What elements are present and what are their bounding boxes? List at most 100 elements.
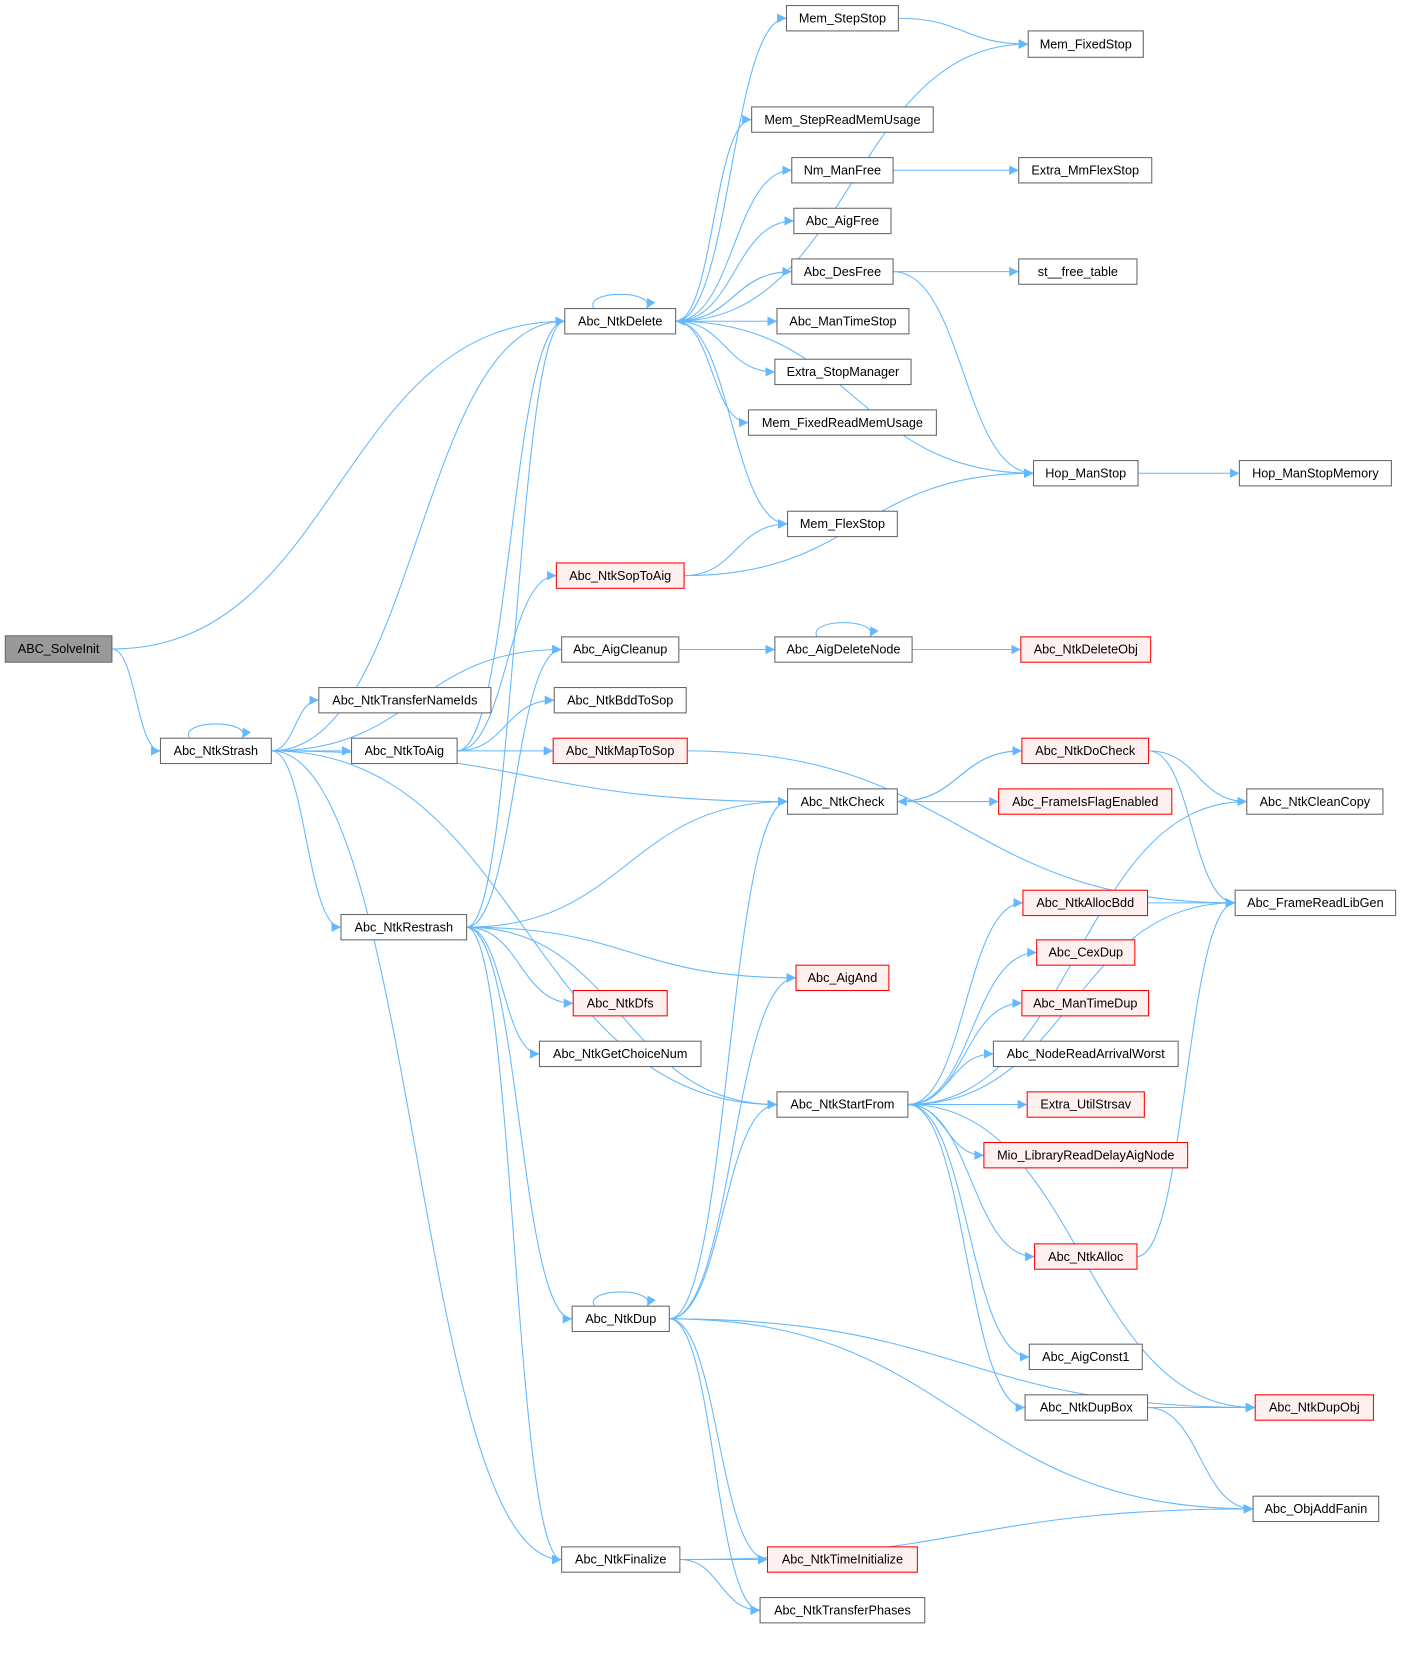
node-box[interactable] <box>552 737 688 765</box>
node-extra-utilstrsav[interactable]: Extra_UtilStrsav <box>1026 1091 1145 1118</box>
node-abc-ntkalloc[interactable]: Abc_NtkAlloc <box>1034 1243 1138 1270</box>
node-box[interactable] <box>561 636 680 663</box>
node-box[interactable] <box>1032 460 1139 487</box>
node-abc-aigand[interactable]: Abc_AigAnd <box>795 964 890 992</box>
node-box[interactable] <box>751 106 934 133</box>
node-abc-nodereadarrivalworst[interactable]: Abc_NodeReadArrivalWorst <box>992 1040 1179 1068</box>
node-mem-flexstop[interactable]: Mem_FlexStop <box>787 510 898 538</box>
node-abc-solveinit[interactable]: ABC_SolveInit <box>4 635 113 663</box>
node-abc-aigconst1[interactable]: Abc_AigConst1 <box>1028 1343 1143 1371</box>
node-abc-ntkdelete[interactable]: Abc_NtkDelete <box>564 308 677 335</box>
node-box[interactable] <box>998 788 1173 815</box>
node-mem-fixedstop[interactable]: Mem_FixedStop <box>1027 30 1144 58</box>
node-box[interactable] <box>340 913 468 941</box>
node-extra-stopmanager[interactable]: Extra_StopManager <box>774 358 912 386</box>
node-box[interactable] <box>1034 1243 1138 1270</box>
node-abc-aigfree[interactable]: Abc_AigFree <box>793 207 892 235</box>
node-abc-objaddfanin[interactable]: Abc_ObjAddFanin <box>1252 1495 1380 1523</box>
node-hop-manstopmemory[interactable]: Hop_ManStopMemory <box>1238 460 1392 487</box>
node-abc-frameisflagenabled[interactable]: Abc_FrameIsFlagEnabled <box>998 788 1173 815</box>
node-abc-ntktoaig[interactable]: Abc_NtkToAig <box>351 737 458 765</box>
node-abc-aigdeletenode[interactable]: Abc_AigDeleteNode <box>774 636 913 663</box>
node-abc-ntkgetchoicenum[interactable]: Abc_NtkGetChoiceNum <box>538 1040 702 1068</box>
node-abc-framereadlibgen[interactable]: Abc_FrameReadLibGen <box>1234 889 1397 917</box>
node-box[interactable] <box>1018 157 1153 184</box>
node-box[interactable] <box>555 562 685 589</box>
node-box[interactable] <box>564 308 677 335</box>
node-box[interactable] <box>795 964 890 992</box>
node-box[interactable] <box>774 636 913 663</box>
node-abc-mantimedup[interactable]: Abc_ManTimeDup <box>1021 989 1150 1017</box>
node-hop-manstop[interactable]: Hop_ManStop <box>1032 460 1139 487</box>
node-extra-mmflexstop[interactable]: Extra_MmFlexStop <box>1018 157 1153 184</box>
node-abc-ntksoptoaig[interactable]: Abc_NtkSopToAig <box>555 562 685 589</box>
node-box[interactable] <box>159 737 272 765</box>
node-abc-ntkdupobj[interactable]: Abc_NtkDupObj <box>1254 1394 1374 1421</box>
node-box[interactable] <box>1036 939 1136 966</box>
node-box[interactable] <box>1234 889 1397 917</box>
node-abc-aigcleanup[interactable]: Abc_AigCleanup <box>561 636 680 663</box>
node-box[interactable] <box>992 1040 1179 1068</box>
node-abc-ntkstartfrom[interactable]: Abc_NtkStartFrom <box>776 1091 909 1118</box>
node-box[interactable] <box>791 258 894 285</box>
node-abc-ntkbddtosop[interactable]: Abc_NtkBddToSop <box>553 687 687 714</box>
node-nm-manfree[interactable]: Nm_ManFree <box>791 157 894 184</box>
node-box[interactable] <box>1018 258 1138 285</box>
node-box[interactable] <box>747 409 937 436</box>
node-box[interactable] <box>538 1040 702 1068</box>
node-box[interactable] <box>787 510 898 538</box>
node-box[interactable] <box>776 1091 909 1118</box>
node-abc-ntkdocheck[interactable]: Abc_NtkDoCheck <box>1021 737 1150 765</box>
node-box[interactable] <box>787 788 898 815</box>
node-box[interactable] <box>1028 1343 1143 1371</box>
node-abc-ntktimeinitialize[interactable]: Abc_NtkTimeInitialize <box>766 1546 918 1573</box>
node-abc-cexdup[interactable]: Abc_CexDup <box>1036 939 1136 966</box>
node-box[interactable] <box>1020 636 1152 663</box>
node-abc-ntkallocbdd[interactable]: Abc_NtkAllocBdd <box>1022 889 1149 917</box>
node-abc-ntkdupbox[interactable]: Abc_NtkDupBox <box>1024 1394 1149 1421</box>
node-box[interactable] <box>1246 788 1384 815</box>
node-box[interactable] <box>1252 1495 1380 1523</box>
node-abc-ntkfinalize[interactable]: Abc_NtkFinalize <box>561 1546 681 1573</box>
node-box[interactable] <box>572 989 668 1017</box>
node-abc-ntkmaptosop[interactable]: Abc_NtkMapToSop <box>552 737 688 765</box>
node-box[interactable] <box>1024 1394 1149 1421</box>
node-box[interactable] <box>318 687 492 714</box>
node-abc-ntkdfs[interactable]: Abc_NtkDfs <box>572 989 668 1017</box>
node-box[interactable] <box>1021 989 1150 1017</box>
node-abc-ntkcheck[interactable]: Abc_NtkCheck <box>787 788 898 815</box>
node-mio-libraryreaddelayaignode[interactable]: Mio_LibraryReadDelayAigNode <box>983 1142 1189 1169</box>
node-abc-ntktransfernameids[interactable]: Abc_NtkTransferNameIds <box>318 687 492 714</box>
node-st-free-table[interactable]: st__free_table <box>1018 258 1138 285</box>
node-abc-ntkrestrash[interactable]: Abc_NtkRestrash <box>340 913 468 941</box>
node-abc-ntkstrash[interactable]: Abc_NtkStrash <box>159 737 272 765</box>
node-box[interactable] <box>776 308 910 335</box>
node-box[interactable] <box>4 635 113 663</box>
node-box[interactable] <box>1026 1091 1145 1118</box>
node-box[interactable] <box>1238 460 1392 487</box>
node-box[interactable] <box>1022 889 1149 917</box>
node-box[interactable] <box>774 358 912 386</box>
node-box[interactable] <box>766 1546 918 1573</box>
node-mem-fixedreadmemusage[interactable]: Mem_FixedReadMemUsage <box>747 409 937 436</box>
node-mem-stepstop[interactable]: Mem_StepStop <box>785 5 899 32</box>
node-abc-desfree[interactable]: Abc_DesFree <box>791 258 894 285</box>
node-box[interactable] <box>791 157 894 184</box>
node-abc-ntkcleancopy[interactable]: Abc_NtkCleanCopy <box>1246 788 1384 815</box>
node-abc-ntkdup[interactable]: Abc_NtkDup <box>571 1305 670 1333</box>
node-abc-ntktransferphases[interactable]: Abc_NtkTransferPhases <box>759 1597 926 1624</box>
node-box[interactable] <box>561 1546 681 1573</box>
node-abc-ntkdeleteobj[interactable]: Abc_NtkDeleteObj <box>1020 636 1152 663</box>
node-box[interactable] <box>1021 737 1150 765</box>
node-box[interactable] <box>1027 30 1144 58</box>
node-box[interactable] <box>983 1142 1189 1169</box>
node-box[interactable] <box>351 737 458 765</box>
node-box[interactable] <box>1254 1394 1374 1421</box>
node-box[interactable] <box>571 1305 670 1333</box>
node-box[interactable] <box>793 207 892 235</box>
node-box[interactable] <box>553 687 687 714</box>
node-box[interactable] <box>759 1597 926 1624</box>
node-mem-stepreadmemusage[interactable]: Mem_StepReadMemUsage <box>751 106 934 133</box>
node-box[interactable] <box>785 5 899 32</box>
node-abc-mantimestop[interactable]: Abc_ManTimeStop <box>776 308 910 335</box>
